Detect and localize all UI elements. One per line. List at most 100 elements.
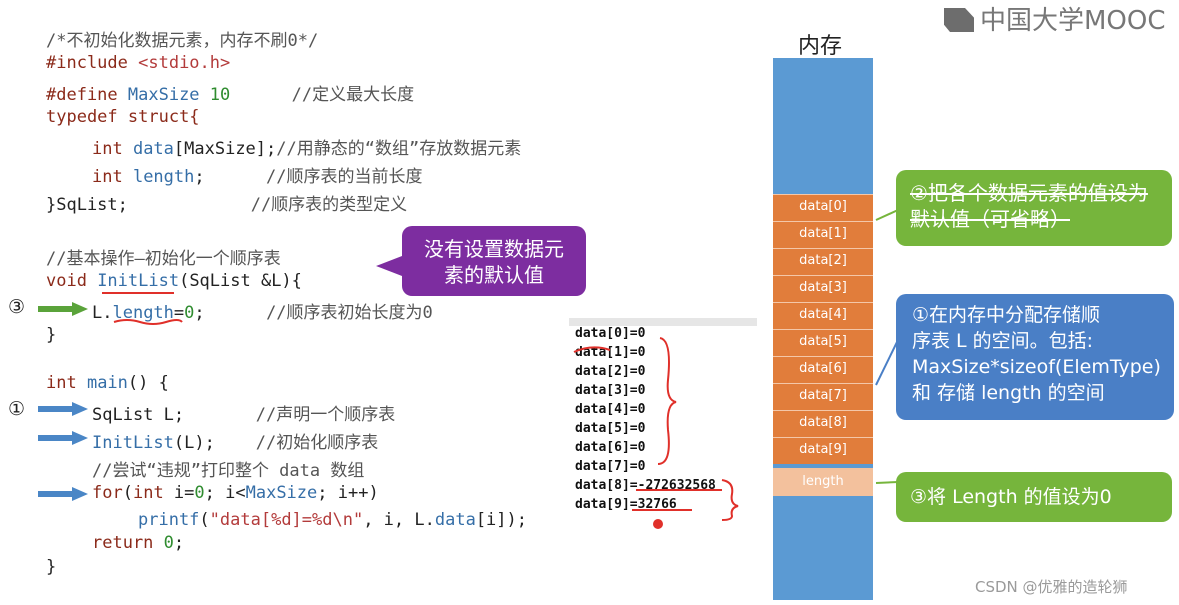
- code-token: ;: [173, 533, 185, 553]
- memory-cell: data[8]: [773, 410, 873, 437]
- code-token: ; i<: [204, 483, 246, 503]
- code-token: [i]);: [475, 510, 527, 530]
- code-token: main: [86, 373, 128, 393]
- code-token: int: [46, 373, 87, 393]
- step-1-line: 和 存储 length 的空间: [912, 382, 1105, 404]
- code-token: length: [112, 303, 174, 323]
- code-token: InitList: [92, 433, 174, 453]
- code-token: SqList L;: [92, 405, 185, 425]
- code-token: <stdio.h>: [138, 53, 231, 73]
- step-1-line: ①在内存中分配存储顺: [912, 304, 1101, 326]
- code-token: ;: [194, 303, 205, 323]
- step-3-callout: ③将 Length 的值设为0: [896, 472, 1172, 522]
- step-2-text: ②把各个数据元素的值设为默认值（可省略）: [910, 181, 1148, 231]
- code-line-3: #define MaxSize 10 //定义最大长度: [46, 80, 414, 105]
- code-token: return: [92, 533, 164, 553]
- step-1-line: 序表 L 的空间。包括:: [912, 330, 1094, 352]
- code-token: () {: [127, 373, 169, 393]
- console-line: data[3]=0: [575, 383, 646, 398]
- console-output: [569, 318, 757, 538]
- code-comment: //初始化顺序表: [214, 433, 379, 453]
- code-token: }SqList;: [46, 195, 128, 215]
- blue-arrow-icon: [38, 487, 88, 501]
- code-line-9: void InitList(SqList &L){: [46, 271, 302, 291]
- code-line-18: return 0;: [92, 533, 184, 553]
- code-token: =: [173, 303, 185, 323]
- memory-cell: data[0]: [773, 194, 873, 221]
- code-line-13: SqList L; //声明一个顺序表: [92, 400, 395, 425]
- console-line: data[1]=0: [575, 345, 646, 360]
- csdn-watermark: CSDN @优雅的造轮狮: [975, 578, 1128, 596]
- code-comment: //用静态的“数组”存放数据元素: [276, 139, 522, 159]
- code-line-10: L.length=0; //顺序表初始长度为0: [92, 298, 433, 323]
- code-line-12: int main() {: [46, 373, 169, 393]
- console-line: data[2]=0: [575, 364, 646, 379]
- code-line-19: }: [46, 557, 57, 577]
- code-line-2: #include <stdio.h>: [46, 53, 230, 73]
- code-comment: //声明一个顺序表: [184, 405, 396, 425]
- blue-arrow-icon: [38, 402, 88, 416]
- red-annotations: [573, 337, 739, 529]
- code-token: InitList: [97, 271, 180, 291]
- green-arrow-icon: [38, 302, 88, 316]
- console-line: data[0]=0: [575, 326, 646, 341]
- console-line: data[4]=0: [575, 402, 646, 417]
- memory-length-cell: length: [773, 468, 873, 496]
- code-token: 10: [209, 85, 231, 105]
- code-line-1: /*不初始化数据元素，内存不刷0*/: [46, 31, 319, 51]
- code-token: printf: [138, 510, 200, 530]
- memory-cell: data[9]: [773, 437, 873, 464]
- code-token: length: [132, 167, 195, 187]
- code-token: for: [92, 483, 123, 503]
- purple-callout: 没有设置数据元素的默认值: [376, 226, 586, 296]
- mooc-logo-icon: [944, 8, 974, 32]
- memory-cell: data[1]: [773, 221, 873, 248]
- code-token: int: [132, 483, 174, 503]
- code-line-17: printf("data[%d]=%d\n", i, L.data[i]);: [138, 510, 527, 530]
- memory-cell: data[2]: [773, 248, 873, 275]
- code-comment: //定义最大长度: [230, 85, 415, 105]
- memory-cell: data[5]: [773, 329, 873, 356]
- code-token: typedef: [46, 107, 128, 127]
- code-token: #define: [46, 85, 128, 105]
- blue-arrow-icon: [38, 431, 88, 445]
- code-token: , i, L.: [363, 510, 435, 530]
- code-token: MaxSize: [245, 483, 318, 503]
- step-1-line: MaxSize*sizeof(ElemType): [912, 356, 1161, 378]
- console-line: data[7]=0: [575, 459, 646, 474]
- mooc-logo: 中国大学MOOC: [944, 0, 1166, 37]
- code-line-11: }: [46, 325, 57, 345]
- console-line: data[6]=0: [575, 440, 646, 455]
- code-token: 0: [184, 303, 195, 323]
- code-line-8: //基本操作—初始化一个顺序表: [46, 249, 281, 269]
- code-line-14: InitList(L); //初始化顺序表: [92, 428, 378, 453]
- step-1-callout: ①在内存中分配存储顺 序表 L 的空间。包括: MaxSize*sizeof(E…: [896, 294, 1174, 420]
- code-token: int: [92, 139, 133, 159]
- code-comment: //顺序表的当前长度: [204, 167, 423, 187]
- code-token: ;: [194, 167, 205, 187]
- memory-cell: data[4]: [773, 302, 873, 329]
- initlist-underline: [102, 292, 174, 294]
- memory-title: 内存: [798, 34, 843, 59]
- code-token: 0: [194, 483, 205, 503]
- code-token: ; i++): [317, 483, 379, 503]
- console-line: data[9]=32766: [575, 497, 677, 512]
- step-1-marker: ①: [8, 398, 26, 420]
- code-token: struct{: [127, 107, 200, 127]
- code-token: (: [122, 483, 133, 503]
- code-line-5: int data[MaxSize];//用静态的“数组”存放数据元素: [92, 134, 521, 159]
- code-token: 0: [163, 533, 174, 553]
- code-line-15: //尝试“违规”打印整个 data 数组: [92, 461, 365, 481]
- code-comment: //顺序表初始长度为0: [204, 303, 433, 323]
- callout-pointers: [875, 209, 899, 484]
- step-2-callout: ②把各个数据元素的值设为默认值（可省略）: [896, 170, 1172, 246]
- code-line-4: typedef struct{: [46, 107, 200, 127]
- code-token: [MaxSize];: [173, 139, 277, 159]
- code-line-7: }SqList; //顺序表的类型定义: [46, 190, 407, 215]
- memory-cell: data[6]: [773, 356, 873, 383]
- step-3-marker: ③: [8, 296, 26, 318]
- code-line-6: int length; //顺序表的当前长度: [92, 162, 423, 187]
- code-token: L.: [92, 303, 113, 323]
- code-token: #include: [46, 53, 139, 73]
- code-token: "data[%d]=%d\n": [209, 510, 364, 530]
